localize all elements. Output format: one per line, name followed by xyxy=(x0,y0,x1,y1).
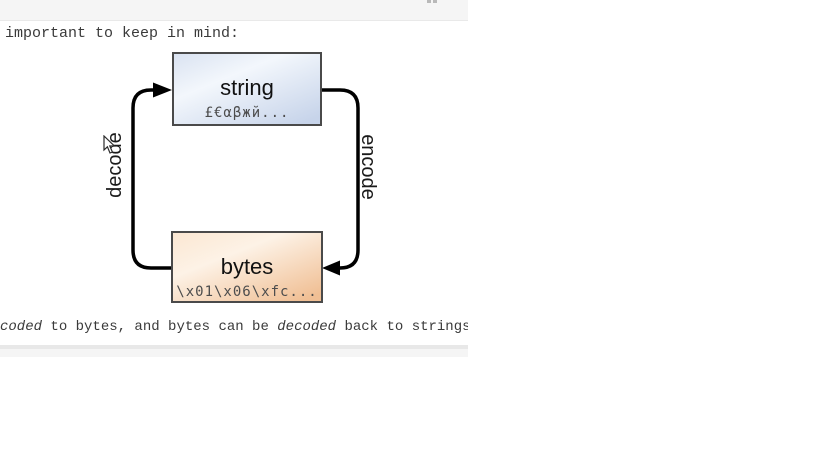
bytes-box-sample: \x01\x06\xfc... xyxy=(176,284,317,300)
bottom-text-plain: to bytes, and bytes can be xyxy=(42,319,278,335)
string-box xyxy=(172,52,322,126)
encode-arrowhead-icon xyxy=(322,260,340,276)
top-toolbar-strip xyxy=(0,0,468,21)
decode-arrow xyxy=(131,88,174,270)
bottom-text-italic-encoded: coded xyxy=(0,319,43,335)
section-divider xyxy=(0,345,468,357)
encode-label: encode xyxy=(357,134,379,200)
paragraph-top: important to keep in mind: xyxy=(5,25,240,42)
decode-arrowhead-icon xyxy=(153,82,172,98)
mouse-cursor-icon xyxy=(103,135,116,154)
encode-arrow xyxy=(319,88,360,270)
clipped-text-mark xyxy=(427,0,431,3)
bottom-text-italic-decoded: decoded xyxy=(277,319,337,335)
paragraph-bottom: coded to bytes, and bytes can be decoded… xyxy=(0,318,468,337)
string-box-sample: £€αβжй... xyxy=(205,105,290,121)
bottom-text-plain: back to strings xyxy=(336,319,468,335)
bytes-box-label: bytes xyxy=(221,254,274,279)
bytes-box xyxy=(171,231,323,303)
encode-decode-diagram: string £€αβжй... bytes \x01\x06\xfc... d… xyxy=(90,45,390,310)
clipped-text-mark xyxy=(433,0,437,3)
diagram-svg: string £€αβжй... bytes \x01\x06\xfc... d… xyxy=(104,52,379,303)
string-box-label: string xyxy=(220,75,274,100)
document-content-area: important to keep in mind: xyxy=(0,0,468,357)
